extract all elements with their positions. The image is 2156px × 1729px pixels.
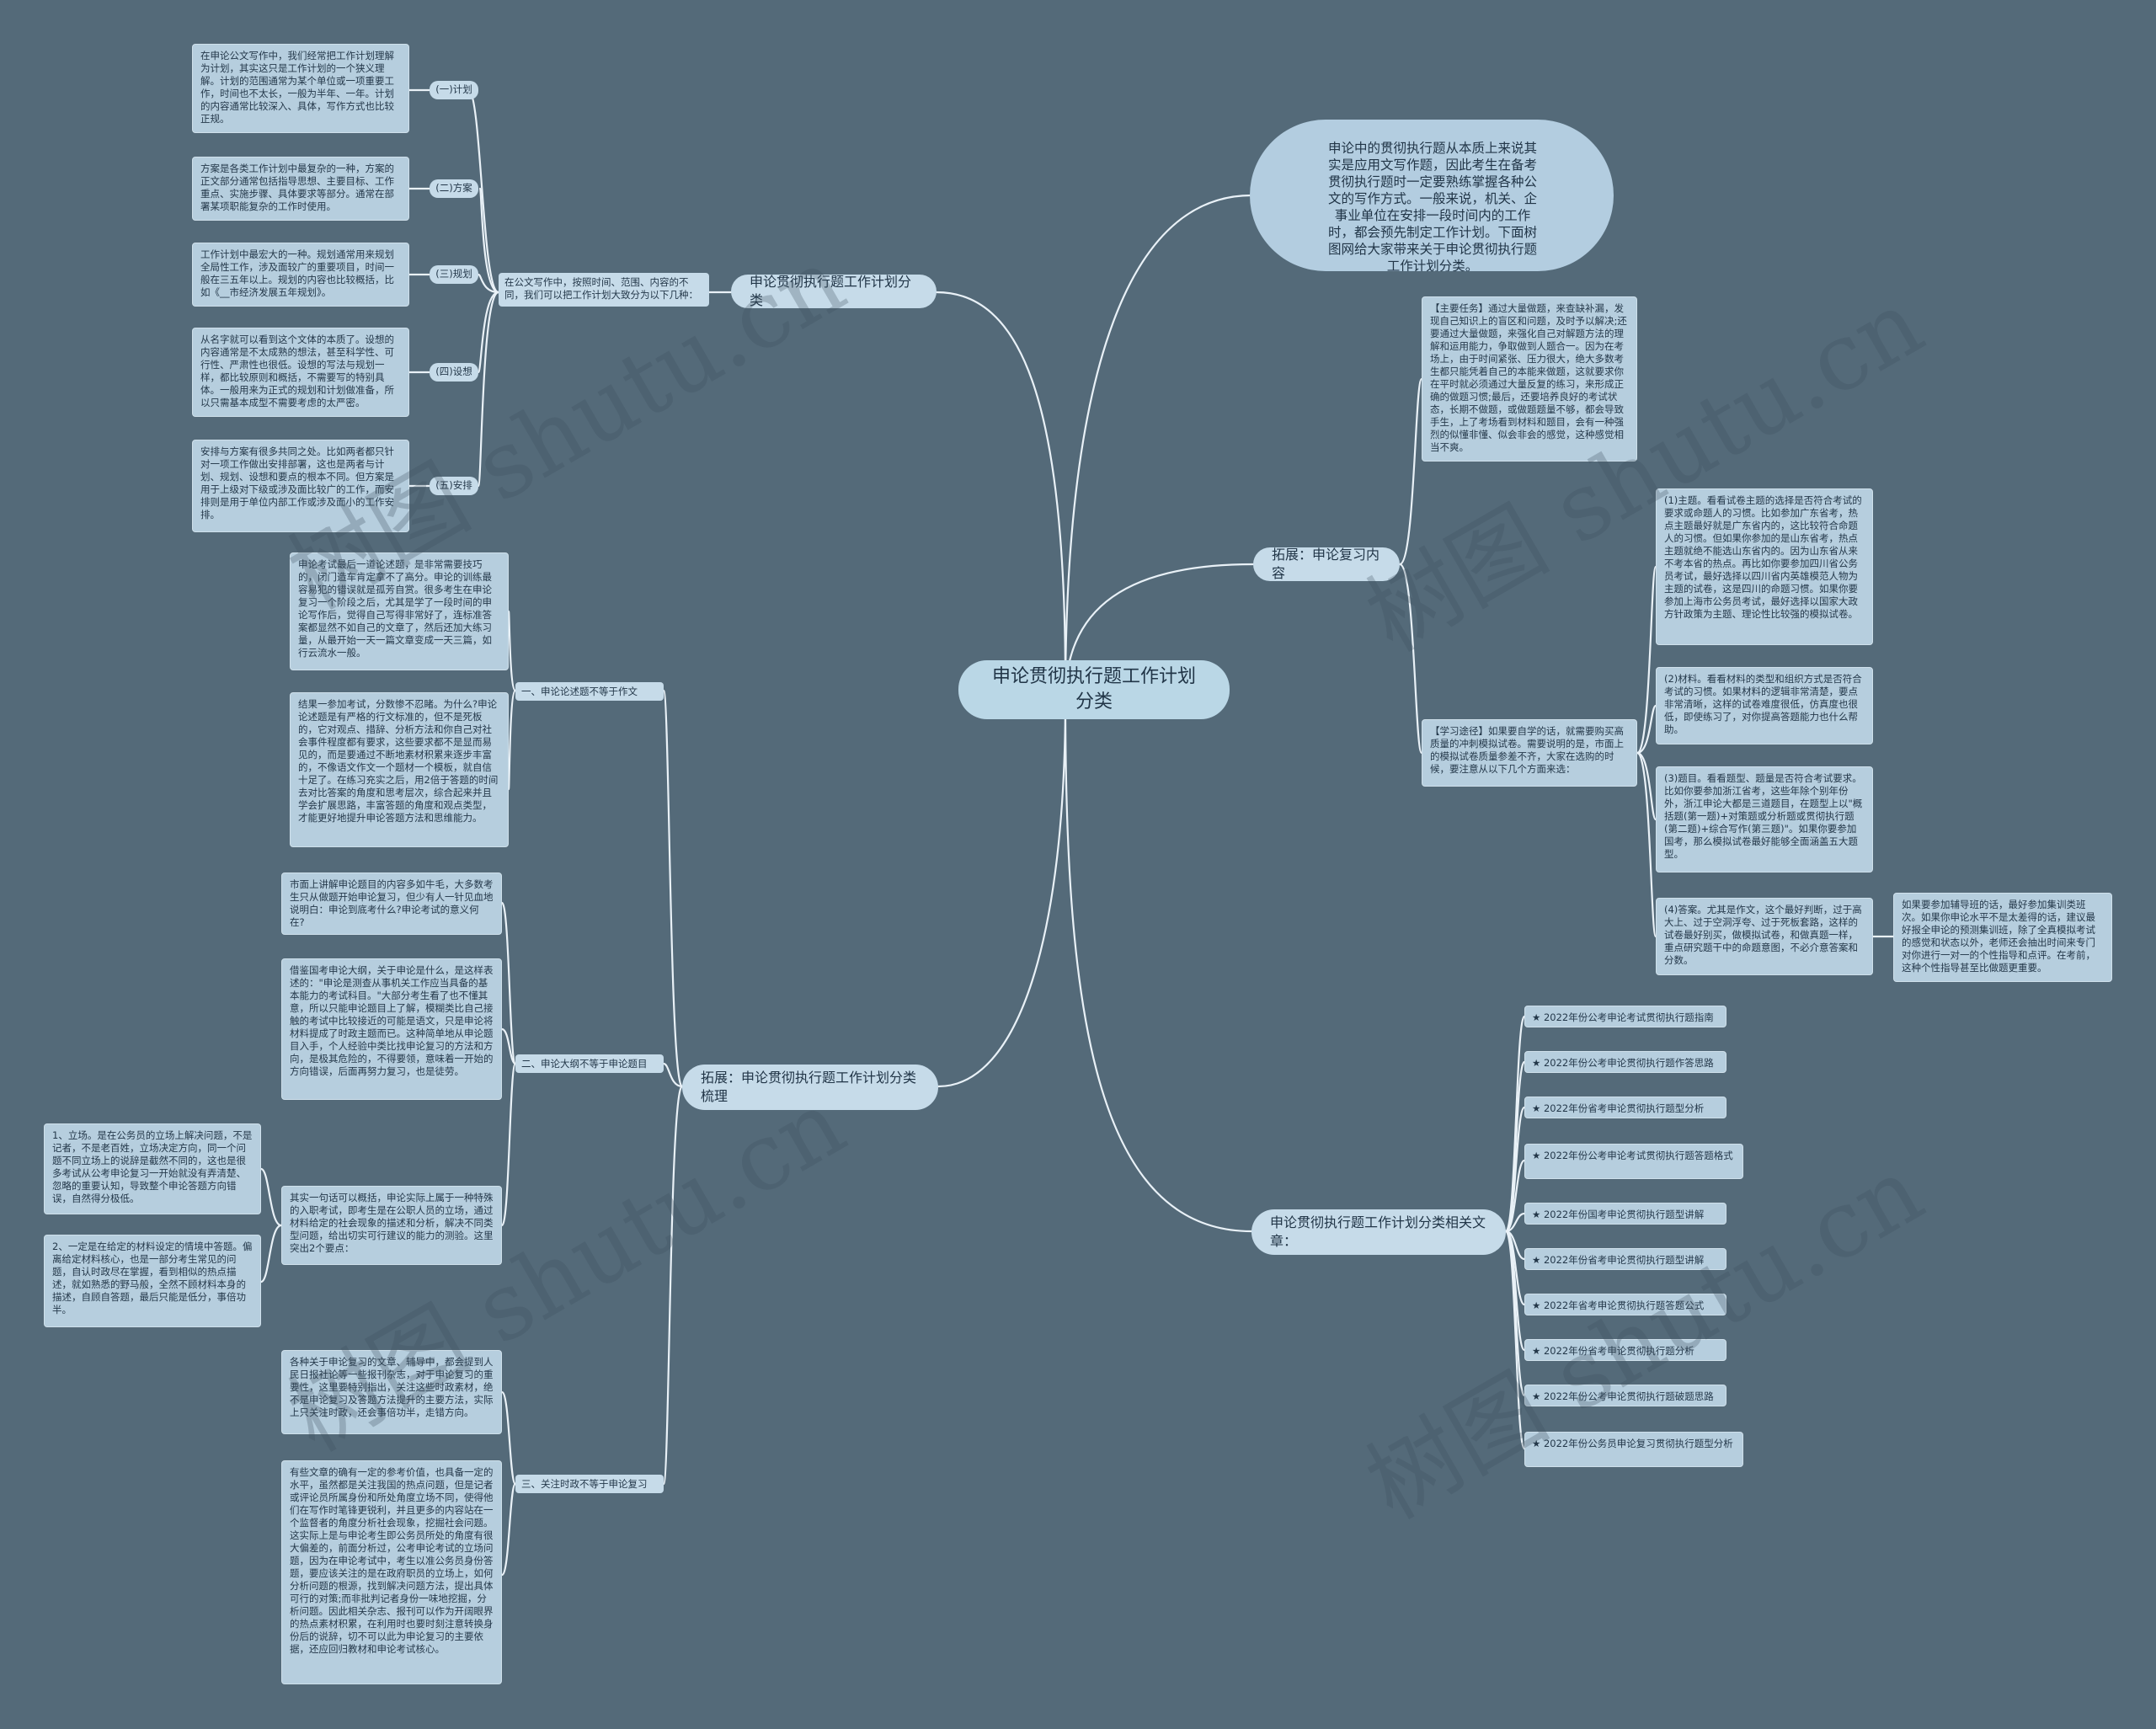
review-group-label-3[interactable]: 三、关注时政不等于申论复习 (515, 1475, 664, 1493)
branch-plan-types-intro[interactable]: 在公文写作中，按照时间、范围、内容的不同，我们可以把工作计划大致分为以下几种： (499, 273, 709, 307)
link-method-p2 (1636, 704, 1657, 755)
link-g2-t2 (500, 1027, 517, 1065)
related-article-3[interactable]: ★ 2022年份省考申论贯彻执行题型分析 (1524, 1097, 1726, 1118)
review-method[interactable]: 【学习途径】如果要自学的话，就需要购买高质量的冲刺模拟试卷。需要说明的是，市面上… (1422, 719, 1637, 787)
link-g2-t1 (500, 901, 517, 1065)
related-article-7[interactable]: ★ 2022年省考申论贯彻执行题答题公式 (1524, 1294, 1726, 1315)
plan-type-label-1[interactable]: (一)计划 (430, 81, 478, 99)
link-b4-a4 (1504, 1159, 1526, 1233)
link-b2-group-3 (662, 1085, 684, 1486)
related-article-2[interactable]: ★ 2022年份公考申论贯彻执行题作答思路 (1524, 1051, 1726, 1073)
related-article-8[interactable]: ★ 2022年份省考申论贯彻执行题分析 (1524, 1339, 1726, 1361)
plan-type-text-4[interactable]: 从名字就可以看到这个文体的本质了。设想的内容通常是不太成熟的想法，甚至科学性、可… (192, 328, 409, 417)
plan-type-label-5[interactable]: (五)安排 (430, 477, 478, 495)
link-b1-label-2 (478, 187, 500, 294)
plan-type-label-4[interactable]: (四)设想 (430, 363, 478, 382)
review-point-1[interactable]: (1)主题。看看试卷主题的选择是否符合考试的要求或命题人的习惯。比如参加广东省考… (1656, 488, 1873, 645)
link-b4-a3 (1504, 1106, 1526, 1233)
link-b1-label-4 (477, 291, 500, 374)
link-center-b1 (935, 291, 1067, 684)
plan-type-text-5[interactable]: 安排与方案有很多共同之处。比如两者都只针对一项工作做出安排部署，这也是两者与计划… (192, 440, 409, 532)
review-point-3[interactable]: (3)题目。看看题型、题量是否符合考试要求。比如你要参加浙江省考，这些年除个别年… (1656, 766, 1873, 873)
review-task[interactable]: 【主要任务】通过大量做题，来查缺补漏，发现自己知识上的盲区和问题，及时予以解决;… (1422, 296, 1637, 462)
review-g1-text-2[interactable]: 结果一参加考试，分数惨不忍睹。为什么?申论论述题是有严格的行文标准的，但不是死板… (290, 692, 509, 847)
plan-type-text-1[interactable]: 在申论公文写作中，我们经常把工作计划理解为计划，其实这只是工作计划的一个狭义理解… (192, 44, 409, 133)
review-group-label-1[interactable]: 一、申论论述题不等于作文 (515, 682, 664, 701)
review-g1-text-1[interactable]: 申论考试最后一道论述题，是非常需要技巧的，闭门造车肯定拿不了高分。申论的训练最容… (290, 552, 509, 670)
branch-review-content[interactable]: 拓展：申论复习内容 (1253, 547, 1400, 581)
plan-type-text-3[interactable]: 工作计划中最宏大的一种。规划通常用来规划全局性工作，涉及面较广的重要项目，时间一… (192, 243, 409, 307)
link-b4-a5 (1504, 1212, 1526, 1233)
link-g2-sub-2 (259, 1224, 283, 1283)
review-group-label-2[interactable]: 二、申论大纲不等于申论题目 (515, 1054, 664, 1073)
link-g3-t1 (500, 1390, 517, 1486)
link-center-intro (1064, 194, 1253, 701)
link-g3-t2 (500, 1482, 517, 1577)
plan-type-text-2[interactable]: 方案是各类工作计划中最复杂的一种，方案的正文部分通常包括指导思想、主要目标、工作… (192, 157, 409, 221)
link-method-p3 (1636, 751, 1657, 821)
link-b2-group-2 (662, 1062, 684, 1088)
related-article-9[interactable]: ★ 2022年份公考申论贯彻执行题破题思路 (1524, 1385, 1726, 1406)
review-g2-text-2[interactable]: 借鉴国考申论大纲，关于申论是什么，是这样表述的："申论是测查从事机关工作应当具备… (281, 958, 502, 1100)
related-article-5[interactable]: ★ 2022年份国考申论贯彻执行题型讲解 (1524, 1203, 1726, 1225)
review-g3-text-2[interactable]: 有些文章的确有一定的参考价值，也具备一定的水平，虽然都是关注我国的热点问题，但是… (281, 1460, 502, 1684)
link-b4-a10 (1504, 1230, 1526, 1450)
plan-type-label-3[interactable]: (三)规划 (430, 265, 478, 284)
link-g2-t3 (500, 1062, 517, 1227)
review-g2-sub-2[interactable]: 2、一定是在给定的材料设定的情境中答题。偏离给定材料核心，也是一部分考生常见的问… (44, 1235, 261, 1327)
link-center-b4 (1064, 697, 1253, 1233)
review-g3-text-1[interactable]: 各种关于申论复习的文章、辅导中，都会提到人民日报社论等一些报刊杂志，对于申论复习… (281, 1350, 502, 1434)
related-article-4[interactable]: ★ 2022年份公考申论考试贯彻执行题答题格式 (1524, 1144, 1743, 1179)
review-g2-text-3[interactable]: 其实一句话可以概括，申论实际上属于一种特殊的入职考试，即考生是在公职人员的立场，… (281, 1186, 502, 1265)
link-b3-method (1398, 563, 1423, 755)
link-b1-label-3 (477, 273, 500, 294)
branch-plan-types[interactable]: 申论贯彻执行题工作计划分类 (731, 275, 937, 308)
plan-type-label-2[interactable]: (二)方案 (430, 179, 478, 198)
related-article-6[interactable]: ★ 2022年份省考申论贯彻执行题型讲解 (1524, 1248, 1726, 1270)
branch-related-articles[interactable]: 申论贯彻执行题工作计划分类相关文章： (1251, 1209, 1506, 1255)
link-center-b2 (937, 697, 1067, 1088)
related-article-1[interactable]: ★ 2022年份公考申论考试贯彻执行题指南 (1524, 1006, 1726, 1027)
link-g1-t2 (507, 689, 517, 791)
intro-node[interactable]: 申论中的贯彻执行题从本质上来说其实是应用文写作题，因此考生在备考贯彻执行题时一定… (1250, 120, 1614, 271)
review-g2-text-1[interactable]: 市面上讲解申论题目的内容多如牛毛，大多数考生只从做题开始申论复习，但少有人一针见… (281, 873, 502, 935)
review-point-2[interactable]: (2)材料。看看材料的类型和组织方式是否符合考试的习惯。如果材料的逻辑非常清楚，… (1656, 667, 1873, 744)
link-b2-group-1 (662, 689, 684, 1088)
branch-review[interactable]: 拓展：申论贯彻执行题工作计划分类梳理 (682, 1065, 938, 1110)
link-b1-label-5 (477, 291, 500, 488)
related-article-10[interactable]: ★ 2022年份公务员申论复习贯彻执行题型分析 (1524, 1432, 1743, 1467)
link-b3-task (1398, 377, 1423, 566)
review-point-4[interactable]: (4)答案。尤其是作文，这个最好判断，过于高大上、过于空洞浮夸、过于死板套路，这… (1656, 898, 1873, 975)
link-method-p1 (1636, 565, 1657, 755)
review-aside[interactable]: 如果要参加辅导班的话，最好参加集训类班次。如果你申论水平不是太差得的话，建议最好… (1893, 893, 2112, 982)
review-g2-sub-1[interactable]: 1、立场。是在公务员的立场上解决问题，不是记者，不是老百姓，立场决定方向，同一个… (44, 1123, 261, 1214)
central-topic[interactable]: 申论贯彻执行题工作计划分类 (958, 660, 1230, 719)
link-g2-sub-1 (259, 1167, 283, 1227)
link-method-p4 (1636, 751, 1657, 938)
link-g1-t1 (507, 610, 517, 692)
link-b1-label-1 (467, 88, 500, 294)
